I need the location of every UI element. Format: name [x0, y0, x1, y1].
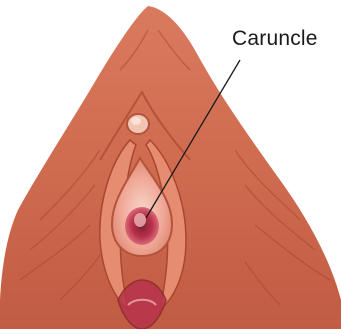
caruncle-label: Caruncle — [232, 27, 318, 51]
